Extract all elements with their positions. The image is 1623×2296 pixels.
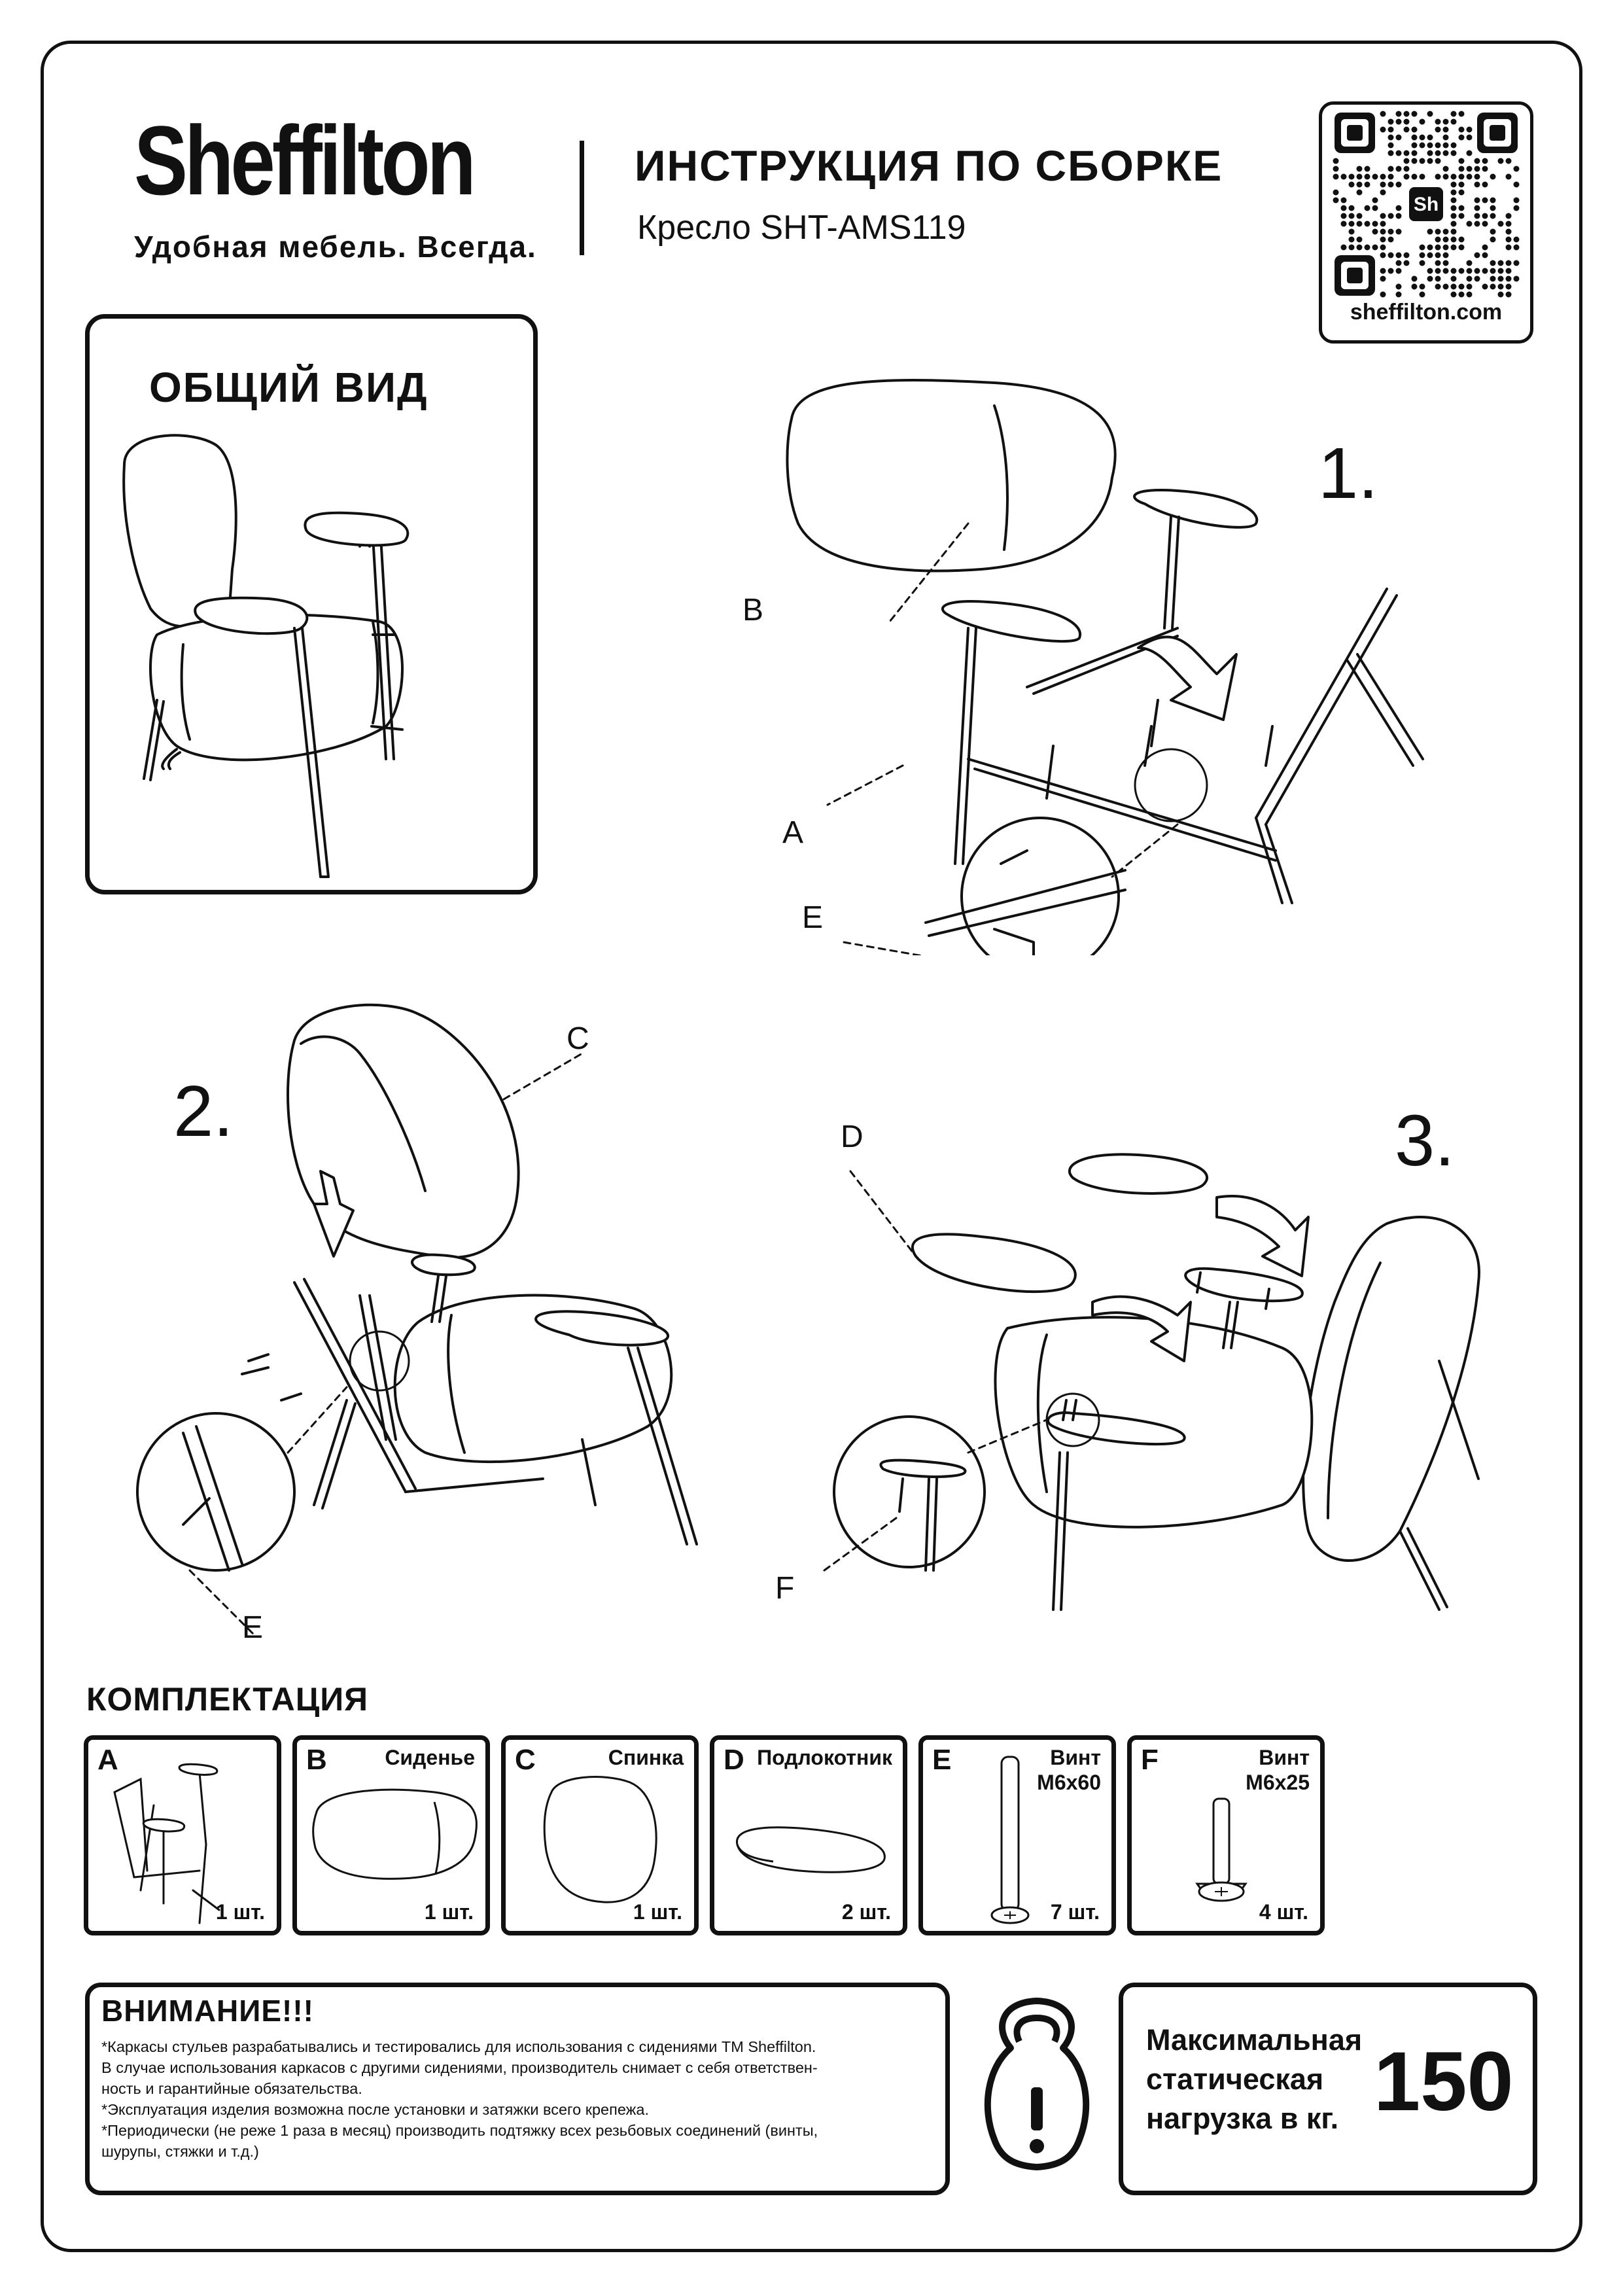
part-letter: B	[306, 1744, 327, 1776]
warning-line: *Периодически (не реже 1 раза в месяц) п…	[101, 2122, 818, 2139]
step-1-illustration	[786, 378, 1424, 955]
part-a-card: A 1 шт.	[84, 1735, 281, 1935]
step-3-label-f: F	[775, 1571, 795, 1606]
chair-overview-illustration	[122, 434, 410, 878]
part-quantity: 2 шт.	[841, 1900, 891, 1924]
part-name: Спинка	[608, 1746, 684, 1769]
max-load-label: Максимальная статическая нагрузка в кг.	[1146, 2023, 1363, 2135]
step-1-label-e: E	[802, 900, 824, 935]
load-panel	[1119, 1983, 1537, 2195]
warning-line: ность и гарантийные обязательства.	[101, 2080, 362, 2097]
warning-line: шурупы, стяжки и т.д.)	[101, 2143, 259, 2160]
frame-icon	[113, 1763, 220, 1924]
document-title: ИНСТРУКЦИЯ ПО СБОРКЕ	[635, 141, 1223, 190]
part-c-card: C Спинка 1 шт.	[501, 1735, 699, 1935]
warning-text: *Каркасы стульев разрабатывались и тести…	[101, 2036, 932, 2162]
warning-line: В случае использования каркасов с другим…	[101, 2059, 818, 2076]
part-d-card: D Подлокотник 2 шт.	[710, 1735, 907, 1935]
part-quantity: 1 шт.	[215, 1900, 265, 1924]
overview-title: ОБЩИЙ ВИД	[149, 364, 428, 411]
screw-m6x60-icon	[990, 1756, 1030, 1924]
weight-kettlebell-icon	[984, 1998, 1090, 2170]
part-quantity: 7 шт.	[1050, 1900, 1100, 1924]
step-3-label-d: D	[841, 1120, 864, 1154]
step-2-label-e: E	[242, 1610, 264, 1645]
step-3-illustration	[823, 1153, 1480, 1611]
part-letter: F	[1141, 1744, 1159, 1776]
part-name: Подлокотник	[757, 1746, 892, 1769]
backrest-icon	[543, 1776, 657, 1903]
screw-m6x25-icon	[1195, 1797, 1248, 1902]
step-1-label-a: A	[782, 815, 804, 850]
part-letter: D	[724, 1744, 744, 1776]
document-subtitle: Кресло SHT-AMS119	[637, 209, 966, 247]
warning-line: *Эксплуатация изделия возможна после уст…	[101, 2101, 649, 2118]
page-frame	[41, 41, 1582, 2252]
kit-section-title: КОМПЛЕКТАЦИЯ	[86, 1681, 369, 1718]
seat-icon	[312, 1788, 478, 1880]
warning-line: *Каркасы стульев разрабатывались и тести…	[101, 2038, 816, 2055]
step-3-number: 3.	[1395, 1101, 1455, 1181]
part-letter: C	[515, 1744, 536, 1776]
step-1-number: 1.	[1318, 433, 1378, 514]
brand-tagline: Удобная мебель. Всегда.	[134, 230, 537, 264]
step-2-label-c: C	[567, 1021, 589, 1056]
armrest-icon	[735, 1826, 886, 1873]
warning-panel	[85, 1983, 950, 2195]
header-divider	[580, 141, 584, 255]
overview-panel	[85, 314, 538, 894]
step-1-label-b: B	[742, 593, 764, 627]
part-quantity: 1 шт.	[424, 1900, 474, 1924]
qr-badge: Sh	[1414, 194, 1439, 215]
max-load-value: 150	[1374, 2035, 1514, 2128]
part-quantity: 1 шт.	[633, 1900, 682, 1924]
qr-code-icon: Sh	[1333, 111, 1520, 298]
step-2-illustration	[136, 1003, 698, 1636]
part-name: Сиденье	[385, 1746, 475, 1769]
part-quantity: 4 шт.	[1259, 1900, 1308, 1924]
part-b-card: B Сиденье 1 шт.	[292, 1735, 490, 1935]
website-url[interactable]: sheffilton.com	[1350, 300, 1503, 325]
step-2-number: 2.	[173, 1071, 234, 1152]
part-letter: E	[932, 1744, 952, 1776]
warning-title: ВНИМАНИЕ!!!	[101, 1994, 314, 2028]
brand-logo: Sheffilton	[134, 105, 476, 215]
part-letter: A	[97, 1744, 118, 1776]
